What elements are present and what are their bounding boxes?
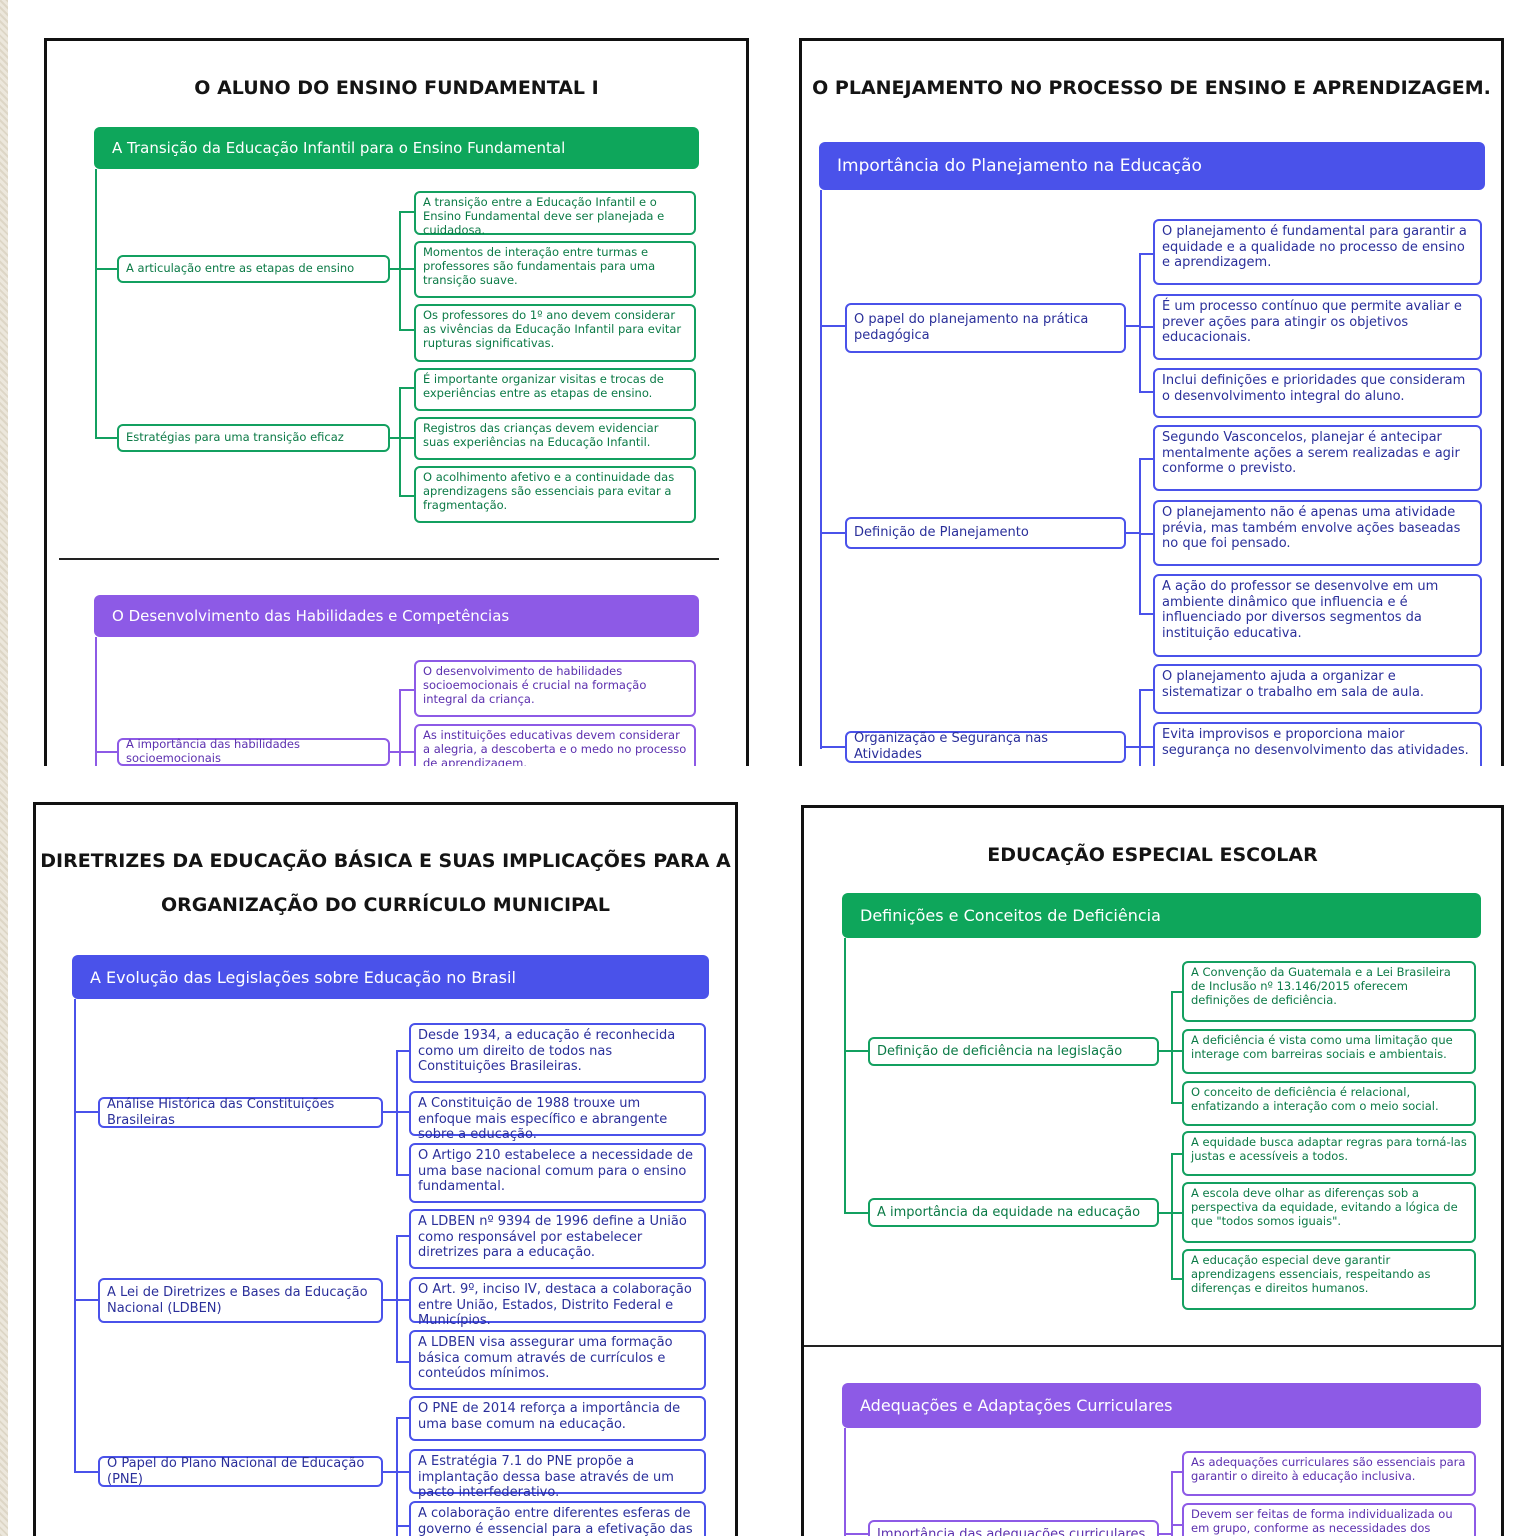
panel-title: O PLANEJAMENTO NO PROCESSO DE ENSINO E A… xyxy=(812,77,1491,99)
leaf-item: Momentos de interação entre turmas e pro… xyxy=(414,241,696,298)
section-header: Adequações e Adaptações Curriculares xyxy=(842,1383,1481,1428)
leaf-item: A transição entre a Educação Infantil e … xyxy=(414,191,696,236)
leaf-item: O conceito de deficiência é relacional, … xyxy=(1182,1081,1476,1126)
leaf-item: O planejamento é fundamental para garant… xyxy=(1153,219,1482,285)
branch-papel-planejamento: O papel do planejamento na prática pedag… xyxy=(845,303,1126,353)
leaf-item: Evita improvisos e proporciona maior seg… xyxy=(1153,722,1482,766)
background-texture xyxy=(0,0,8,1536)
leaf-item: Desde 1934, a educação é reconhecida com… xyxy=(409,1023,706,1083)
leaf-item: As adequações curriculares são essenciai… xyxy=(1182,1451,1476,1496)
branch-definicao-planejamento: Definição de Planejamento xyxy=(845,517,1126,549)
branch-estrategias: Estratégias para uma transição eficaz xyxy=(117,424,390,452)
leaf-item: A Convenção da Guatemala e a Lei Brasile… xyxy=(1182,961,1476,1022)
panel-educacao-especial: EDUCAÇÃO ESPECIAL ESCOLAR Definições e C… xyxy=(801,805,1504,1536)
leaf-item: A educação especial deve garantir aprend… xyxy=(1182,1249,1476,1310)
branch-pne: O Papel do Plano Nacional de Educação (P… xyxy=(98,1456,383,1487)
panel-aluno-ensino-fundamental: O ALUNO DO ENSINO FUNDAMENTAL I A Transi… xyxy=(44,38,749,766)
branch-articulacao: A articulação entre as etapas de ensino xyxy=(117,255,390,283)
panel-title: O ALUNO DO ENSINO FUNDAMENTAL I xyxy=(194,77,599,99)
branch-equidade: A importância da equidade na educação xyxy=(868,1198,1159,1227)
section-header: A Evolução das Legislações sobre Educaçã… xyxy=(72,955,709,999)
branch-definicao-deficiencia: Definição de deficiência na legislação xyxy=(868,1037,1159,1066)
leaf-item: A LDBEN nº 9394 de 1996 define a União c… xyxy=(409,1209,706,1269)
leaf-item: A equidade busca adaptar regras para tor… xyxy=(1182,1131,1476,1176)
leaf-item: O PNE de 2014 reforça a importância de u… xyxy=(409,1396,706,1441)
section-header: Importância do Planejamento na Educação xyxy=(819,142,1485,190)
leaf-item: A colaboração entre diferentes esferas d… xyxy=(409,1501,706,1536)
leaf-item: A Constituição de 1988 trouxe um enfoque… xyxy=(409,1091,706,1142)
panel-planejamento: O PLANEJAMENTO NO PROCESSO DE ENSINO E A… xyxy=(799,38,1504,766)
panel-title-line1: DIRETRIZES DA EDUCAÇÃO BÁSICA E SUAS IMP… xyxy=(40,850,731,872)
leaf-item: A ação do professor se desenvolve em um … xyxy=(1153,574,1482,657)
leaf-item: Inclui definições e prioridades que cons… xyxy=(1153,368,1482,418)
panel-title: DIRETRIZES DA EDUCAÇÃO BÁSICA E SUAS IMP… xyxy=(36,839,735,927)
leaf-item: Registros das crianças devem evidenciar … xyxy=(414,417,696,460)
section-header: O Desenvolvimento das Habilidades e Comp… xyxy=(94,595,699,637)
leaf-item: É um processo contínuo que permite avali… xyxy=(1153,294,1482,360)
leaf-item: É importante organizar visitas e trocas … xyxy=(414,368,696,411)
branch-adequacoes: Importância das adequações curriculares xyxy=(868,1520,1159,1536)
branch-constituicoes: Análise Histórica das Constituições Bras… xyxy=(98,1097,383,1128)
leaf-item: O planejamento ajuda a organizar e siste… xyxy=(1153,664,1482,714)
leaf-item: As instituições educativas devem conside… xyxy=(414,724,696,766)
leaf-item: O Artigo 210 estabelece a necessidade de… xyxy=(409,1143,706,1203)
section-header: A Transição da Educação Infantil para o … xyxy=(94,127,699,169)
branch-habilidades: A importância das habilidades socioemoci… xyxy=(117,737,390,766)
leaf-item: O Art. 9º, inciso IV, destaca a colabora… xyxy=(409,1277,706,1328)
panel-diretrizes: DIRETRIZES DA EDUCAÇÃO BÁSICA E SUAS IMP… xyxy=(33,802,738,1536)
leaf-item: O acolhimento afetivo e a continuidade d… xyxy=(414,466,696,523)
panel-title-line2: ORGANIZAÇÃO DO CURRÍCULO MUNICIPAL xyxy=(160,894,611,916)
leaf-item: O desenvolvimento de habilidades socioem… xyxy=(414,660,696,717)
section-divider xyxy=(804,1345,1501,1347)
leaf-item: A LDBEN visa assegurar uma formação bási… xyxy=(409,1330,706,1390)
leaf-item: A deficiência é vista como uma limitação… xyxy=(1182,1029,1476,1074)
branch-ldben: A Lei de Diretrizes e Bases da Educação … xyxy=(98,1278,383,1323)
panel-title: EDUCAÇÃO ESPECIAL ESCOLAR xyxy=(987,844,1318,866)
section-header: Definições e Conceitos de Deficiência xyxy=(842,893,1481,938)
leaf-item: Segundo Vasconcelos, planejar é antecipa… xyxy=(1153,425,1482,491)
leaf-item: Os professores do 1º ano devem considera… xyxy=(414,304,696,362)
leaf-item: O planejamento não é apenas uma atividad… xyxy=(1153,500,1482,566)
leaf-item: Devem ser feitas de forma individualizad… xyxy=(1182,1503,1476,1536)
branch-organizacao-seguranca: Organização e Segurança nas Atividades xyxy=(845,731,1126,763)
leaf-item: A escola deve olhar as diferenças sob a … xyxy=(1182,1182,1476,1243)
leaf-item: A Estratégia 7.1 do PNE propõe a implant… xyxy=(409,1449,706,1500)
section-divider xyxy=(59,558,719,560)
